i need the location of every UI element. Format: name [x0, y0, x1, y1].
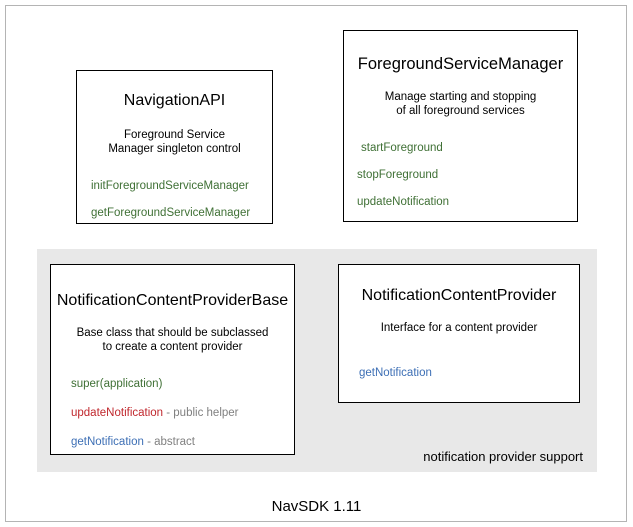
class-box-notification-content-provider[interactable]: NotificationContentProvider Interface fo…: [338, 264, 580, 403]
class-box-foreground-service-manager[interactable]: ForegroundServiceManager Manage starting…: [343, 30, 578, 222]
method-item[interactable]: initForegroundServiceManager: [91, 180, 272, 193]
method-list: getNotification: [339, 367, 579, 380]
method-item[interactable]: startForeground: [357, 142, 577, 155]
method-note: - abstract: [143, 436, 196, 448]
class-box-notification-content-provider-base[interactable]: NotificationContentProviderBase Base cla…: [50, 264, 295, 455]
description-line: Interface for a content provider: [380, 322, 538, 334]
method-item[interactable]: getNotification: [359, 367, 579, 380]
class-title: ForegroundServiceManager: [357, 55, 564, 73]
description-line: Manager singleton control: [108, 142, 241, 155]
class-title: NotificationContentProvider: [361, 287, 557, 304]
method-item[interactable]: updateNotification - public helper: [71, 407, 294, 420]
method-list: initForegroundServiceManager getForegrou…: [77, 180, 272, 220]
method-name: updateNotification: [71, 407, 164, 419]
method-name: getNotification: [71, 436, 144, 448]
class-box-navigation-api[interactable]: NavigationAPI Foreground Service Manager…: [76, 70, 273, 224]
method-name: getForegroundServiceManager: [91, 207, 251, 219]
description-line: Manage starting and stopping: [384, 91, 537, 103]
class-description: Foreground Service Manager singleton con…: [77, 129, 272, 156]
class-title: NavigationAPI: [123, 92, 226, 109]
class-title: NotificationContentProviderBase: [56, 292, 289, 309]
class-description: Interface for a content provider: [339, 322, 579, 336]
class-description: Manage starting and stopping of all fore…: [344, 91, 577, 118]
method-item[interactable]: getForegroundServiceManager: [91, 207, 272, 220]
method-item[interactable]: stopForeground: [357, 169, 577, 182]
description-line: Base class that should be subclassed: [76, 327, 269, 339]
outer-frame: [5, 5, 627, 522]
method-name: initForegroundServiceManager: [91, 180, 249, 192]
group-panel-label: notification provider support: [423, 449, 583, 464]
method-note: - public helper: [163, 407, 239, 419]
method-list: startForeground stopForeground updateNot…: [344, 142, 577, 209]
method-name: super(application): [71, 378, 163, 390]
method-name: updateNotification: [357, 196, 450, 208]
description-line: to create a content provider: [102, 340, 243, 353]
method-list: super(application) updateNotification - …: [51, 378, 294, 449]
description-line: of all foreground services: [396, 104, 525, 117]
class-description: Base class that should be subclassed to …: [51, 327, 294, 354]
method-name: stopForeground: [357, 169, 439, 181]
method-item[interactable]: getNotification - abstract: [71, 436, 294, 449]
method-name: startForeground: [361, 142, 443, 154]
footer-caption: NavSDK 1.11: [271, 498, 362, 515]
method-name: getNotification: [359, 366, 432, 379]
method-item[interactable]: updateNotification: [357, 196, 577, 209]
method-item[interactable]: super(application): [71, 378, 294, 391]
description-line: Foreground Service: [124, 129, 225, 141]
